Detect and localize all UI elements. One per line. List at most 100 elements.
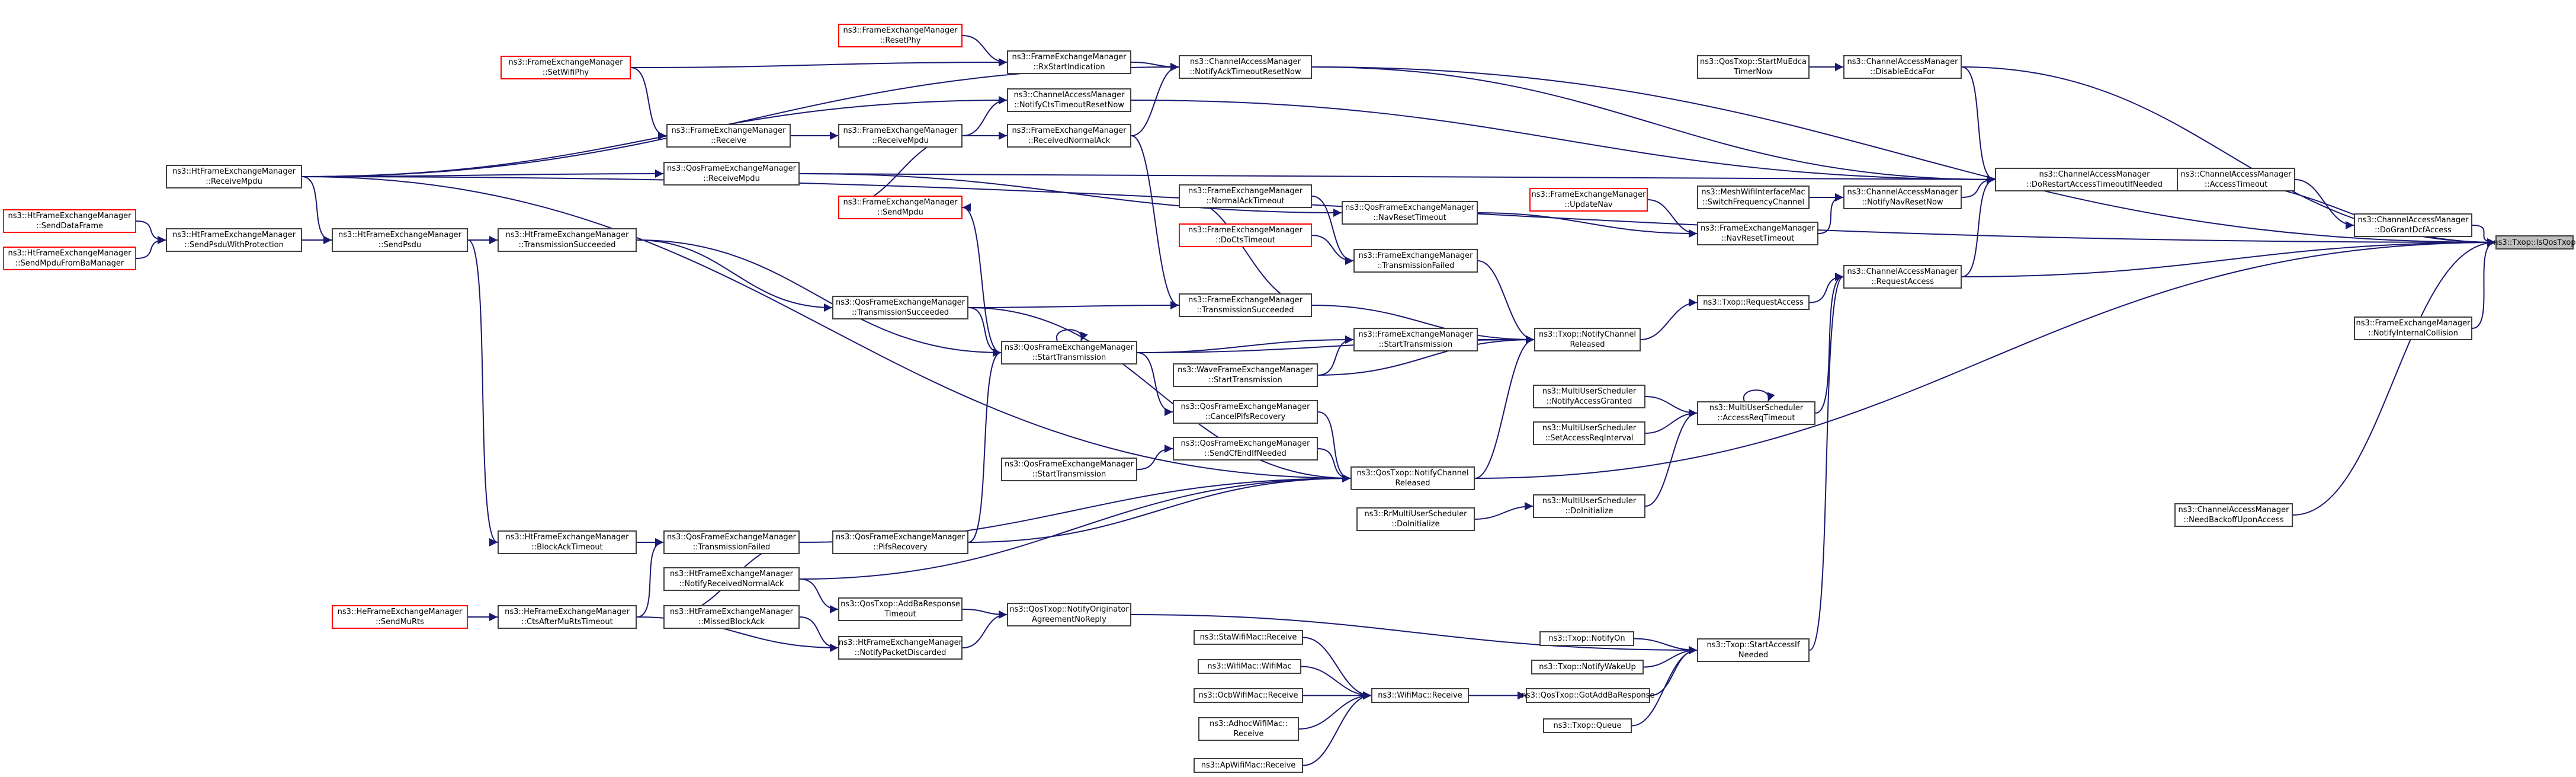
graph-node-qosfem-cancelpifs[interactable]: ns3::QosFrameExchangeManager::CancelPifs… — [1173, 400, 1318, 424]
graph-node-fem-normalack[interactable]: ns3::FrameExchangeManager::NormalAckTime… — [1179, 184, 1312, 208]
graph-node-txop-notifyon[interactable]: ns3::Txop::NotifyOn — [1539, 631, 1634, 646]
graph-node-wifimac-receive[interactable]: ns3::WifiMac::Receive — [1371, 688, 1469, 703]
call-edge — [301, 176, 332, 244]
graph-node-qosfem-sendcfend[interactable]: ns3::QosFrameExchangeManager::SendCfEndI… — [1173, 437, 1318, 461]
graph-node-ht-receivempdu2[interactable]: ns3::HtFrameExchangeManager::ReceiveMpdu — [166, 165, 302, 188]
graph-node-ht-txsucceeded[interactable]: ns3::HtFrameExchangeManager::Transmissio… — [498, 228, 637, 252]
call-edge — [1131, 100, 1996, 184]
node-label-line: ::TransmissionSucceeded — [1196, 306, 1294, 315]
call-edge — [636, 239, 833, 312]
node-label-line: ns3::RrMultiUserScheduler — [1364, 510, 1467, 519]
node-label-line: ns3::QosFrameExchangeManager — [836, 298, 965, 307]
graph-node-qosfem-txsucceeded[interactable]: ns3::QosFrameExchangeManager::Transmissi… — [832, 296, 968, 319]
graph-node-ht-notifypacketdisc[interactable]: ns3::HtFrameExchangeManager::NotifyPacke… — [838, 636, 963, 660]
node-label-line: ::DoRestartAccessTimeoutIfNeeded — [2026, 180, 2163, 189]
graph-node-ocb-receive[interactable]: ns3::OcbWifiMac::Receive — [1194, 688, 1303, 703]
graph-node-cam-notifycts[interactable]: ns3::ChannelAccessManager::NotifyCtsTime… — [1007, 88, 1131, 112]
graph-node-fem-notifyinternal[interactable]: ns3::FrameExchangeManager::NotifyInterna… — [2354, 316, 2472, 340]
graph-node-qosfem-navreset[interactable]: ns3::QosFrameExchangeManager::NavResetTi… — [1342, 201, 1478, 225]
graph-node-cam-needbackoff[interactable]: ns3::ChannelAccessManager::NeedBackoffUp… — [2174, 503, 2293, 527]
node-label-line: ns3::FrameExchangeManager — [1358, 251, 1473, 260]
graph-node-mu-accessreq[interactable]: ns3::MultiUserScheduler::AccessReqTimeou… — [1697, 401, 1815, 425]
graph-node-adhoc-receive[interactable]: ns3::AdhocWifiMac::Receive — [1198, 717, 1299, 741]
graph-node-fem-txsucceeded[interactable]: ns3::FrameExchangeManager::TransmissionS… — [1179, 293, 1312, 317]
graph-node-fem-txfailed[interactable]: ns3::FrameExchangeManager::TransmissionF… — [1353, 249, 1478, 273]
graph-node-fem-sendmpdu[interactable]: ns3::FrameExchangeManager::SendMpdu — [838, 196, 963, 219]
graph-node-fem-doctstimeout[interactable]: ns3::FrameExchangeManager::DoCtsTimeout — [1179, 223, 1312, 247]
graph-node-mu-setinterval[interactable]: ns3::MultiUserScheduler::SetAccessReqInt… — [1533, 421, 1645, 445]
node-label-line: ns3::ChannelAccessManager — [1190, 57, 1301, 66]
graph-node-fem-receivempdu[interactable]: ns3::FrameExchangeManager::ReceiveMpdu — [838, 124, 963, 148]
graph-node-cam-notifyack[interactable]: ns3::ChannelAccessManager::NotifyAckTime… — [1179, 55, 1312, 79]
graph-node-mesh-switch[interactable]: ns3::MeshWifiInterfaceMac::SwitchFrequen… — [1697, 186, 1810, 209]
graph-node-qos-gotaddba[interactable]: ns3::QosTxop::GotAddBaResponse — [1522, 688, 1654, 703]
graph-node-fem-resetphy[interactable]: ns3::FrameExchangeManager::ResetPhy — [838, 24, 963, 47]
graph-node-wifimac-ctor[interactable]: ns3::WifiMac::WifiMac — [1198, 659, 1301, 674]
graph-node-cam-requestaccess[interactable]: ns3::ChannelAccessManager::RequestAccess — [1843, 265, 1962, 289]
node-label-line: ns3::HeFrameExchangeManager — [337, 607, 463, 616]
graph-node-txop-queue[interactable]: ns3::Txop::Queue — [1543, 718, 1632, 733]
call-edge — [630, 58, 1008, 68]
call-edge — [1056, 329, 1088, 341]
node-label-line: ::AccessReqTimeout — [1717, 414, 1795, 423]
graph-node-ap-receive[interactable]: ns3::ApWifiMac::Receive — [1194, 758, 1303, 773]
node-label-line: ns3::FrameExchangeManager — [671, 126, 786, 135]
graph-node-ht-sendpsdu[interactable]: ns3::HtFrameExchangeManager::SendPsdu — [332, 228, 468, 252]
graph-node-rr-doinit[interactable]: ns3::RrMultiUserScheduler::DoInitialize — [1356, 507, 1475, 531]
graph-node-fem-setwifiphy[interactable]: ns3::FrameExchangeManager::SetWifiPhy — [501, 56, 631, 79]
graph-node-ht-sendpsduprot[interactable]: ns3::HtFrameExchangeManager::SendPsduWit… — [166, 228, 302, 252]
node-label-line: ::TransmissionSucceeded — [851, 308, 949, 317]
node-label-line: ns3::FrameExchangeManager — [1012, 53, 1127, 62]
node-label-line: AgreementNoReply — [1032, 615, 1106, 624]
node-label-line: ns3::FrameExchangeManager — [1188, 296, 1303, 305]
graph-node-qosfem-starttx2[interactable]: ns3::QosFrameExchangeManager::StartTrans… — [1001, 458, 1137, 481]
call-edge — [1131, 614, 1698, 654]
graph-node-cam-dorestart[interactable]: ns3::ChannelAccessManager::DoRestartAcce… — [1995, 168, 2194, 191]
graph-node-fem-rxstart[interactable]: ns3::FrameExchangeManager::RxStartIndica… — [1007, 50, 1131, 74]
graph-node-wave-starttx[interactable]: ns3::WaveFrameExchangeManager::StartTran… — [1173, 363, 1318, 387]
node-label-line: ::BlockAckTimeout — [531, 543, 603, 552]
call-edge — [2472, 225, 2496, 247]
graph-node-ht-senddata[interactable]: ns3::HtFrameExchangeManager::SendDataFra… — [3, 209, 136, 233]
graph-node-txop-requestaccess[interactable]: ns3::Txop::RequestAccess — [1697, 295, 1810, 310]
graph-node-mu-doinit[interactable]: ns3::MultiUserScheduler::DoInitialize — [1533, 494, 1645, 518]
node-label-line: ::ReceivedNormalAck — [1028, 136, 1111, 145]
node-label-line: ::SendDataFrame — [36, 222, 104, 231]
graph-node-qosfem-txfailed[interactable]: ns3::QosFrameExchangeManager::Transmissi… — [663, 530, 800, 554]
graph-node-he-sendmurts[interactable]: ns3::HeFrameExchangeManager::SendMuRts — [332, 605, 468, 629]
graph-node-fem-receivednormalack[interactable]: ns3::FrameExchangeManager::ReceivedNorma… — [1007, 124, 1131, 148]
graph-node-ht-blockacktimeout[interactable]: ns3::HtFrameExchangeManager::BlockAckTim… — [498, 530, 637, 554]
graph-node-fem-navreset[interactable]: ns3::FrameExchangeManager::NavResetTimeo… — [1697, 222, 1818, 245]
node-label-line: ::SendPsdu — [378, 241, 422, 250]
call-edge — [1311, 235, 1354, 265]
graph-node-qosfem-starttx[interactable]: ns3::QosFrameExchangeManager::StartTrans… — [1001, 341, 1137, 364]
graph-node-fem-receive[interactable]: ns3::FrameExchangeManager::Receive — [666, 124, 791, 148]
graph-node-mu-notifygranted[interactable]: ns3::MultiUserScheduler::NotifyAccessGra… — [1533, 385, 1645, 408]
node-label-line: ::NotifyPacketDiscarded — [854, 648, 947, 657]
graph-node-cam-accesstimeout[interactable]: ns3::ChannelAccessManager::AccessTimeout — [2177, 168, 2295, 191]
graph-node-cam-dosable[interactable]: ns3::ChannelAccessManager::DisableEdcaFo… — [1843, 55, 1962, 79]
graph-node-qosfem-pifs[interactable]: ns3::QosFrameExchangeManager::PifsRecove… — [832, 530, 968, 554]
graph-node-ht-sendmpdufromba[interactable]: ns3::HtFrameExchangeManager::SendMpduFro… — [3, 247, 136, 270]
graph-node-sta-receive[interactable]: ns3::StaWifiMac::Receive — [1194, 630, 1303, 645]
graph-node-he-ctsafter[interactable]: ns3::HeFrameExchangeManager::CtsAfterMuR… — [498, 605, 637, 629]
graph-node-cam-notifynav[interactable]: ns3::ChannelAccessManager::NotifyNavRese… — [1843, 186, 1962, 209]
graph-node-fem-starttx[interactable]: ns3::FrameExchangeManager::StartTransmis… — [1353, 328, 1478, 351]
node-label-line: ns3::HeFrameExchangeManager — [505, 607, 630, 616]
node-label-line: ns3::FrameExchangeManager — [1188, 187, 1303, 196]
call-edge — [1131, 135, 1179, 309]
graph-node-ht-missedblockack[interactable]: ns3::HtFrameExchangeManager::MissedBlock… — [663, 605, 800, 629]
graph-node-fem-updatenav[interactable]: ns3::FrameExchangeManager::UpdateNav — [1529, 188, 1648, 212]
graph-node-ht-notifyreceived[interactable]: ns3::HtFrameExchangeManager::NotifyRecei… — [663, 567, 800, 591]
graph-node-txop-notifywake[interactable]: ns3::Txop::NotifyWakeUp — [1531, 660, 1644, 674]
node-label-line: ::NotifyReceivedNormalAck — [679, 580, 784, 589]
graph-node-cam-dograntdcf[interactable]: ns3::ChannelAccessManager::DoGrantDcfAcc… — [2354, 213, 2472, 237]
graph-node-qosfem-receivempdu[interactable]: ns3::QosFrameExchangeManager::ReceiveMpd… — [663, 162, 800, 186]
node-label-line: ::NotifyAccessGranted — [1546, 397, 1632, 406]
